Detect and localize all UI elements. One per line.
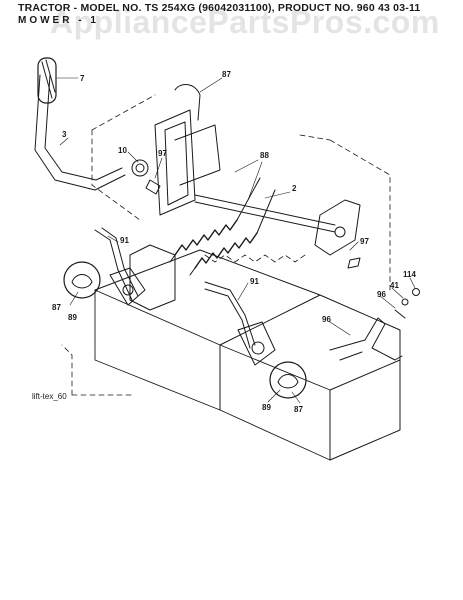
frame-outline <box>61 94 391 396</box>
callout-88: 88 <box>260 151 269 160</box>
figure-reference: lift-tex_60 <box>32 392 67 401</box>
callout-89: 89 <box>68 313 77 322</box>
left-link-assembly <box>63 227 146 306</box>
callout-3: 3 <box>62 130 67 139</box>
callout-2: 2 <box>292 184 297 193</box>
callout-96b: 96 <box>322 315 331 324</box>
callout-7: 7 <box>80 74 85 83</box>
callout-87c: 87 <box>294 405 303 414</box>
callout-91: 91 <box>120 236 129 245</box>
callout-97b: 97 <box>360 237 369 246</box>
spring-pair <box>169 177 276 276</box>
callout-10: 10 <box>118 146 127 155</box>
diagram-subtitle: MOWER - 1 <box>18 15 99 26</box>
leader-lines <box>56 77 416 404</box>
callout-87: 87 <box>222 70 231 79</box>
deck-housing-right <box>219 294 401 461</box>
deck-housing-left <box>94 244 321 411</box>
bracket-assembly <box>131 84 221 216</box>
callout-91b: 91 <box>250 277 259 286</box>
diagram-title: TRACTOR - MODEL NO. TS 254XG (9604203110… <box>18 2 421 14</box>
callout-97: 97 <box>158 149 167 158</box>
callout-96: 96 <box>377 290 386 299</box>
callout-87b: 87 <box>52 303 61 312</box>
callout-89b: 89 <box>262 403 271 412</box>
callout-labels: 7 3 87 10 97 88 2 91 97 87 89 91 114 41 … <box>52 70 416 414</box>
watermark: AppliancePartsPros.com <box>50 4 440 40</box>
lift-shaft <box>194 194 361 269</box>
right-link-assembly <box>204 281 307 399</box>
callout-41: 41 <box>390 281 399 290</box>
lift-lever <box>34 57 126 191</box>
callout-114: 114 <box>403 270 416 279</box>
hardware-parts <box>329 288 420 361</box>
